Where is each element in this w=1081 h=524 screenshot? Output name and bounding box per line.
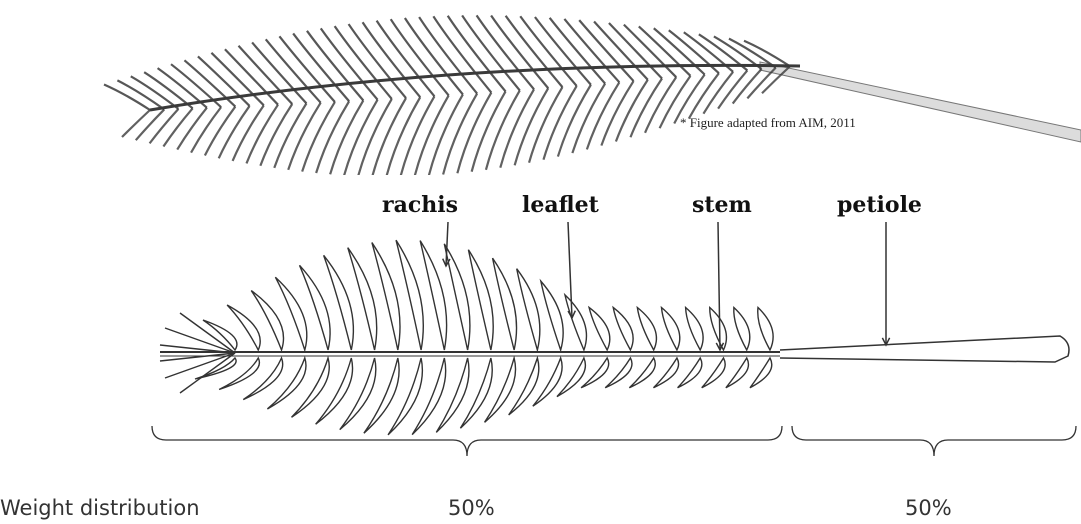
- weight-share-petiole-part: 50%: [905, 496, 952, 520]
- brace-leaf-part: [152, 426, 782, 456]
- photo-leaflet-upper: [104, 85, 150, 111]
- drawing-leaflet-lower: [678, 358, 702, 388]
- photo-leaflet-upper: [506, 16, 563, 87]
- photo-leaflet-upper: [433, 16, 491, 92]
- photo-leaflet-lower: [136, 109, 164, 140]
- drawing-tip-leaflet: [180, 313, 235, 353]
- drawing-leaflet-upper: [589, 307, 610, 350]
- drawing-petiole: [780, 336, 1069, 362]
- drawing-leaflet-lower: [243, 358, 282, 400]
- drawing-leaflet-lower: [726, 358, 749, 388]
- drawing-leaflet-lower: [750, 358, 772, 388]
- drawing-leaflet-upper: [275, 277, 306, 350]
- photo-leaflet-upper: [307, 31, 363, 101]
- photo-leaflet-upper: [462, 15, 520, 90]
- photo-leaflet-upper: [279, 36, 334, 102]
- photo-leaflet-lower: [205, 107, 235, 156]
- drawing-leaflet-upper: [203, 320, 237, 350]
- photo-leaflet-lower: [122, 110, 150, 137]
- photo-leaflet-lower: [219, 106, 250, 158]
- drawing-leaflet-upper: [468, 250, 493, 350]
- photo-leaflet-lower: [233, 105, 264, 161]
- drawing-leaflet-lower: [267, 358, 306, 409]
- drawing-leaflet-upper: [348, 248, 377, 350]
- photo-leaflet-upper: [293, 33, 349, 101]
- drawing-leaflet-upper: [734, 307, 750, 350]
- drawing-leaflet-lower: [557, 358, 585, 397]
- drawing-leaflet-lower: [629, 358, 655, 388]
- weight-share-leaf-part: 50%: [448, 496, 495, 520]
- photo-leaflet-upper: [654, 28, 705, 74]
- drawing-leaflet-upper: [493, 258, 517, 350]
- drawing-leaflet-lower: [292, 358, 330, 417]
- drawing-leaflet-upper: [227, 305, 260, 350]
- drawing-leaflet-upper: [251, 291, 283, 350]
- drawing-leaflet-upper: [686, 307, 703, 350]
- photo-leaflet-upper: [639, 26, 691, 75]
- drawing-leaflet-lower: [533, 358, 562, 406]
- photo-leaflet-lower: [191, 107, 221, 152]
- drawing-leaflet-lower: [219, 358, 259, 389]
- stem-arrow: [718, 222, 720, 350]
- drawing-leaflet-upper: [637, 307, 656, 350]
- photo-leaflet-upper: [550, 18, 605, 84]
- drawing-leaflet-lower: [702, 358, 725, 388]
- photo-leaflet-upper: [520, 16, 576, 86]
- drawing-leaflet-upper: [420, 241, 446, 350]
- drawing-leaflet-upper: [541, 281, 563, 350]
- drawing-leaflet-lower: [509, 358, 539, 415]
- weight-distribution-label: Weight distribution: [0, 496, 200, 520]
- photo-leaflet-upper: [391, 19, 449, 95]
- photo-leaflet-upper: [609, 23, 662, 78]
- photo-leaflet-upper: [335, 26, 392, 99]
- photo-leaflet-lower: [150, 109, 179, 144]
- photo-leaflet-lower: [163, 108, 192, 146]
- photo-leaflet-lower: [177, 108, 207, 150]
- drawing-leaflet-upper: [565, 295, 587, 350]
- photo-leaflet-upper: [535, 17, 591, 85]
- drawing-leaflet-lower: [195, 358, 236, 379]
- photo-leaflet-upper: [477, 15, 534, 89]
- photo-leaflet-upper: [448, 16, 506, 92]
- drawing-leaflet-upper: [613, 307, 633, 350]
- photo-leaflet-upper: [419, 17, 477, 93]
- photo-leaflet-upper: [349, 24, 406, 98]
- figure-source-caption: * Figure adapted from AIM, 2011: [680, 115, 856, 131]
- photo-leaflet-upper: [594, 21, 648, 79]
- photo-leaflet-upper: [564, 19, 619, 82]
- drawing-leaflet-upper: [661, 307, 679, 350]
- photo-leaflet-upper: [321, 28, 378, 99]
- drawing-leaflet-upper: [444, 244, 470, 350]
- drawing-leaflet-upper: [517, 269, 540, 350]
- photo-leaflet-upper: [377, 21, 435, 97]
- photo-leaflet-lower: [246, 105, 278, 164]
- photo-leaflet-upper: [405, 18, 463, 94]
- drawing-leaflet-upper: [758, 307, 773, 350]
- leaflet-arrow: [568, 222, 572, 318]
- photo-leaflet-upper: [363, 22, 421, 97]
- drawing-leaflet-upper: [300, 265, 331, 350]
- photo-leaflet-upper: [624, 25, 676, 78]
- drawing-leaflet-lower: [653, 358, 678, 388]
- drawing-leaflet-upper: [324, 255, 354, 350]
- frond-photo: [0, 0, 1081, 175]
- photo-leaflet-upper: [579, 20, 633, 81]
- frond-line-drawing: [0, 180, 1081, 480]
- brace-petiole-part: [792, 426, 1076, 456]
- photo-leaflet-upper: [491, 15, 548, 88]
